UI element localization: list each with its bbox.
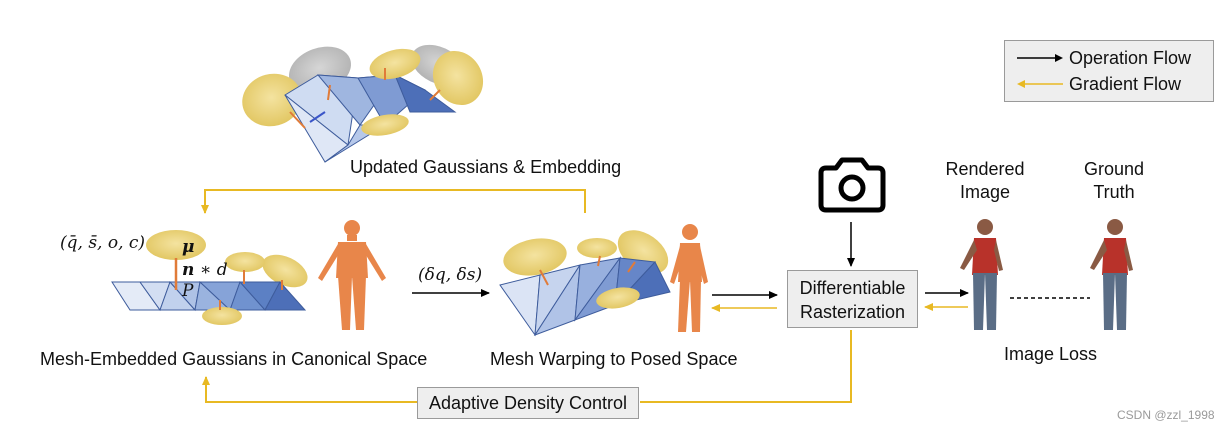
posed-space-label: Mesh Warping to Posed Space bbox=[490, 349, 738, 369]
normal-offset-label: n ∗ d bbox=[182, 259, 228, 281]
legend-box: Operation Flow Gradient Flow bbox=[1004, 40, 1214, 102]
point-p-label: P bbox=[182, 281, 194, 301]
normal-symbol: n bbox=[182, 260, 195, 280]
legend-operation: Operation Flow bbox=[1017, 47, 1191, 69]
canonical-space-label: Mesh-Embedded Gaussians in Canonical Spa… bbox=[40, 349, 428, 369]
offset-line bbox=[289, 111, 306, 129]
legend-gradient-label: Gradient Flow bbox=[1069, 74, 1182, 94]
gaussian-ellipse bbox=[146, 230, 206, 260]
canonical-mesh-figure bbox=[111, 230, 308, 325]
ground-truth-person bbox=[1090, 219, 1133, 330]
legend-gradient: Gradient Flow bbox=[1017, 73, 1181, 95]
posed-human bbox=[670, 224, 708, 332]
gaussian-ellipse bbox=[202, 307, 242, 325]
offset-line bbox=[327, 84, 331, 101]
gaussian-ellipse bbox=[432, 50, 484, 106]
gaussian-ellipse bbox=[369, 48, 421, 80]
watermark: CSDN @zzl_1998 bbox=[1117, 408, 1215, 422]
update-arrow bbox=[309, 111, 326, 123]
gaussian-ellipse bbox=[503, 238, 567, 276]
gaussian-ellipse bbox=[577, 238, 617, 258]
mu-label: μ bbox=[182, 236, 194, 258]
rendered-line1: Rendered bbox=[945, 159, 1025, 179]
updated-gaussians-figure bbox=[242, 44, 484, 163]
mesh-face bbox=[394, 73, 457, 113]
rasterizer-box: Differentiable Rasterization bbox=[787, 270, 918, 328]
density-control-box: Adaptive Density Control bbox=[417, 387, 639, 419]
distance-term: ∗ d bbox=[194, 260, 228, 280]
delta-label: (δq, δs) bbox=[418, 265, 483, 285]
gaussian-ellipse bbox=[242, 73, 302, 127]
rasterizer-line1: Differentiable bbox=[799, 278, 906, 298]
rendered-line2: Image bbox=[959, 182, 1011, 202]
gaussian-ellipse bbox=[361, 114, 409, 136]
mesh-face bbox=[499, 274, 541, 337]
gaussian-ellipse bbox=[262, 254, 308, 288]
gold-arrow-icon bbox=[1017, 80, 1063, 88]
posed-mesh-figure bbox=[499, 230, 671, 337]
black-arrow-icon bbox=[1017, 54, 1063, 62]
legend-operation-label: Operation Flow bbox=[1069, 48, 1192, 68]
rasterizer-line2: Rasterization bbox=[799, 302, 906, 322]
gradient-arrow-bottom-left bbox=[202, 376, 417, 403]
mesh-face bbox=[264, 281, 307, 311]
ground-truth-line1: Ground bbox=[1083, 159, 1145, 179]
gaussian-params-label: (q̄, s̄, o, c) bbox=[60, 233, 146, 253]
image-loss-label: Image Loss bbox=[1004, 344, 1098, 364]
gradient-line-bottom-right bbox=[640, 330, 852, 403]
ground-truth-line2: Truth bbox=[1093, 182, 1135, 202]
canonical-human bbox=[318, 220, 386, 330]
gaussian-ellipse bbox=[225, 252, 265, 272]
offset-line bbox=[627, 261, 636, 273]
offset-line bbox=[539, 269, 549, 286]
offset-line bbox=[429, 89, 441, 101]
rendered-person bbox=[960, 219, 1003, 330]
gradient-arrow-update bbox=[201, 189, 586, 214]
offset-line bbox=[597, 255, 601, 267]
gaussian-ellipse bbox=[596, 287, 640, 309]
camera-icon bbox=[818, 157, 886, 213]
mu-symbol: μ bbox=[182, 237, 195, 257]
density-control-label: Adaptive Density Control bbox=[428, 393, 628, 413]
updated-gaussians-label: Updated Gaussians & Embedding bbox=[350, 157, 622, 177]
